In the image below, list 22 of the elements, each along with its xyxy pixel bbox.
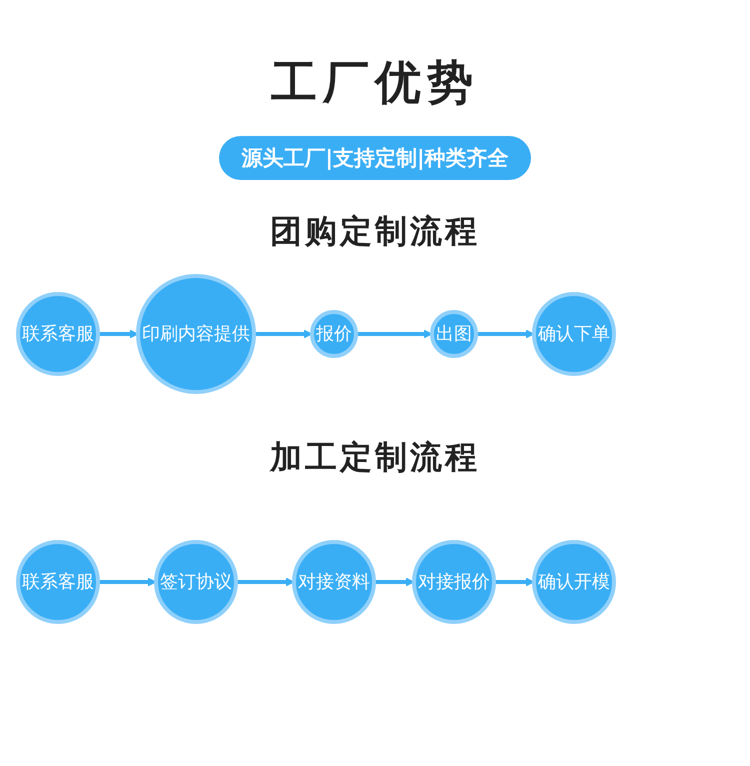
node-circle: 确认开模 <box>532 540 616 624</box>
arrow <box>98 578 156 586</box>
arrow <box>98 330 138 338</box>
node-circle: 联系客服 <box>16 540 100 624</box>
arrow <box>254 330 312 338</box>
node-circle: 对接报价 <box>412 540 496 624</box>
arrow <box>236 578 294 586</box>
node-circle: 确认下单 <box>532 292 616 376</box>
subtitle-pill: 源头工厂|支持定制|种类齐全 <box>219 136 531 180</box>
node-circle: 出图 <box>430 310 478 358</box>
arrow <box>494 578 534 586</box>
node-circle: 联系客服 <box>16 292 100 376</box>
title: 工厂优势 <box>271 54 479 111</box>
section-heading: 加工定制流程 <box>268 437 481 478</box>
node-circle: 签订协议 <box>154 540 238 624</box>
arrow <box>356 330 432 338</box>
arrow <box>476 330 534 338</box>
node-circle: 报价 <box>310 310 358 358</box>
section-heading: 团购定制流程 <box>270 211 480 252</box>
arrow <box>374 578 414 586</box>
node-circle: 对接资料 <box>292 540 376 624</box>
node-circle: 印刷内容提供 <box>136 274 256 394</box>
